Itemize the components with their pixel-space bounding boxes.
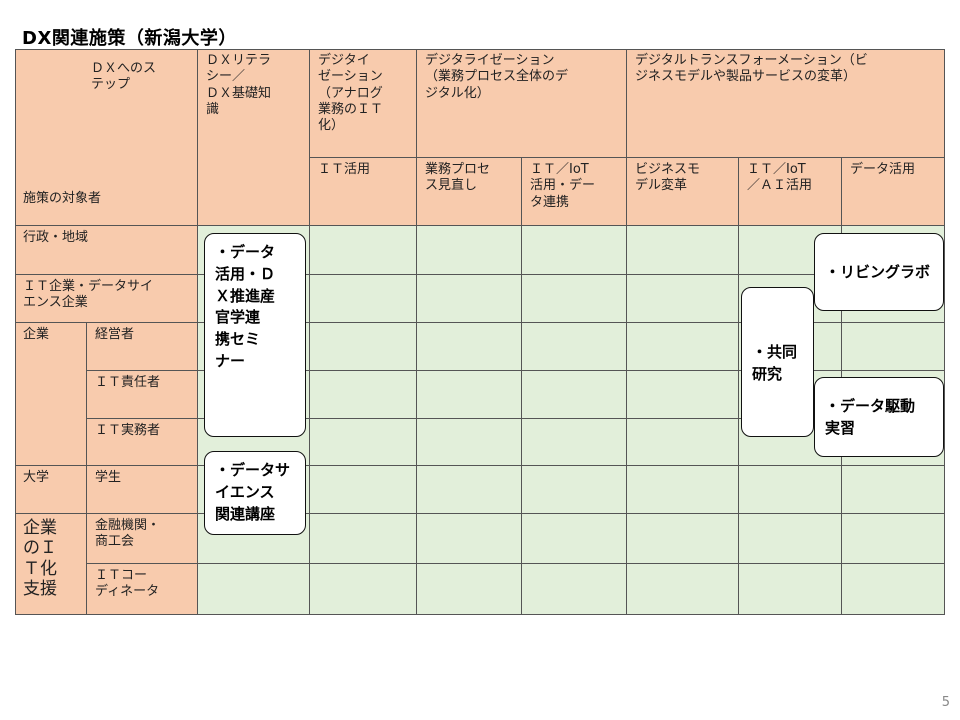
- grid-cell: [310, 323, 417, 371]
- page-title: DX関連施策（新潟大学）: [22, 28, 237, 49]
- grid-cell: [522, 564, 627, 615]
- grid-cell: [522, 226, 627, 275]
- header-digitization: デジタイ ゼーション （アナログ 業務のＩＴ 化）: [310, 49, 417, 158]
- grid-cell: [842, 514, 945, 564]
- subheader-it-iot-data: ＩＴ／IoT 活用・デー タ連携: [522, 158, 627, 226]
- grid-cell: [417, 371, 522, 419]
- program-ds-course: ・データサ イエンス 関連講座: [204, 451, 306, 535]
- row-enterprise: 企業: [15, 323, 87, 466]
- grid-cell: [310, 564, 417, 615]
- program-joint-research: ・共同 研究: [741, 287, 814, 437]
- grid-cell: [522, 371, 627, 419]
- row-executive: 経営者: [87, 323, 198, 371]
- grid-cell: [522, 419, 627, 466]
- subheader-it-use: ＩＴ活用: [310, 158, 417, 226]
- grid-cell: [842, 323, 945, 371]
- subheader-data-use: データ活用: [842, 158, 945, 226]
- header-corner: ＤＸへのス テップ 施策の対象者: [15, 49, 198, 226]
- grid-cell: [627, 564, 739, 615]
- subheader-it-iot-ai: ＩＴ／IoT ／ＡＩ活用: [739, 158, 842, 226]
- grid-cell: [627, 226, 739, 275]
- grid-cell: [627, 419, 739, 466]
- grid-cell: [627, 466, 739, 514]
- grid-cell: [842, 564, 945, 615]
- grid-cell: [842, 466, 945, 514]
- grid-cell: [417, 466, 522, 514]
- subheader-process-review: 業務プロセ ス見直し: [417, 158, 522, 226]
- row-it-practitioner: ＩＴ実務者: [87, 419, 198, 466]
- grid-cell: [522, 275, 627, 323]
- grid-cell: [627, 514, 739, 564]
- grid-cell: [739, 466, 842, 514]
- row-finance: 金融機関・ 商工会: [87, 514, 198, 564]
- program-seminar: ・データ 活用・Ｄ Ｘ推進産 官学連 携セミ ナー: [204, 233, 306, 437]
- grid-cell: [417, 564, 522, 615]
- grid-cell: [310, 514, 417, 564]
- header-target-label: 施策の対象者: [23, 191, 102, 206]
- row-it-companies: ＩＴ企業・データサイ エンス企業: [15, 275, 198, 323]
- program-data-practice: ・データ駆動 実習: [814, 377, 944, 457]
- grid-cell: [417, 323, 522, 371]
- page-number: 5: [941, 695, 950, 710]
- row-it-support-group: 企業 のＩ Ｔ化 支援: [15, 514, 87, 615]
- row-it-coordinator: ＩＴコー ディネータ: [87, 564, 198, 615]
- grid-cell: [310, 371, 417, 419]
- header-steps-label: ＤＸへのス テップ: [91, 61, 157, 93]
- grid-cell: [417, 419, 522, 466]
- grid-cell: [627, 323, 739, 371]
- grid-cell: [198, 564, 310, 615]
- grid-cell: [417, 514, 522, 564]
- grid-cell: [739, 514, 842, 564]
- grid-cell: [522, 323, 627, 371]
- header-literacy: ＤＸリテラ シー／ ＤＸ基礎知 識: [198, 49, 310, 226]
- grid-cell: [739, 564, 842, 615]
- row-gov-region: 行政・地域: [15, 226, 198, 275]
- grid-cell: [310, 226, 417, 275]
- row-university: 大学: [15, 466, 87, 514]
- grid-cell: [522, 466, 627, 514]
- program-living-lab: ・リビングラボ: [814, 233, 944, 311]
- grid-cell: [310, 275, 417, 323]
- grid-cell: [310, 419, 417, 466]
- subheader-business-model: ビジネスモ デル変革: [627, 158, 739, 226]
- grid-cell: [522, 514, 627, 564]
- grid-cell: [627, 275, 739, 323]
- row-student: 学生: [87, 466, 198, 514]
- header-digitalization: デジタライゼーション （業務プロセス全体のデ ジタル化）: [417, 49, 627, 158]
- grid-cell: [310, 466, 417, 514]
- header-transformation: デジタルトランスフォーメーション（ビ ジネスモデルや製品サービスの変革）: [627, 49, 945, 158]
- grid-cell: [417, 226, 522, 275]
- grid-cell: [627, 371, 739, 419]
- grid-cell: [417, 275, 522, 323]
- row-it-manager: ＩＴ責任者: [87, 371, 198, 419]
